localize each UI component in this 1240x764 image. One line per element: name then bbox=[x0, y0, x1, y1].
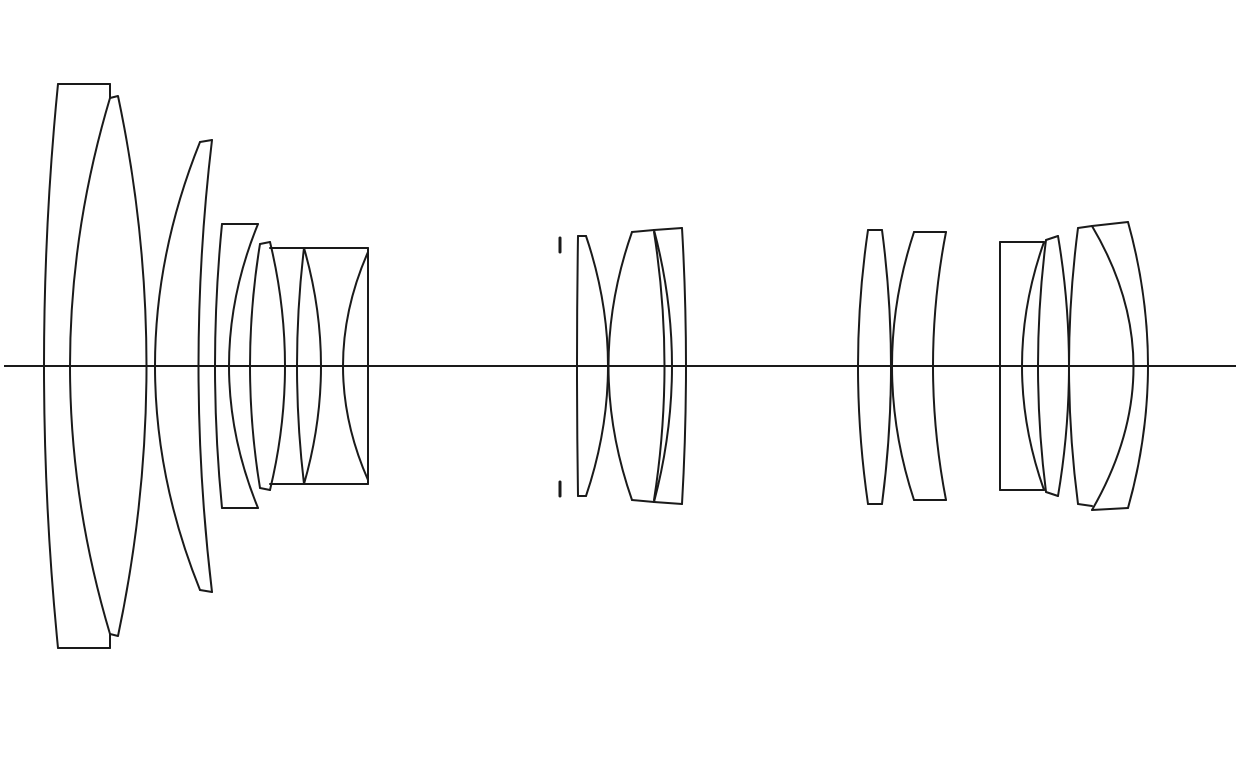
diagram-background bbox=[0, 0, 1240, 764]
lens-diagram bbox=[0, 0, 1240, 764]
